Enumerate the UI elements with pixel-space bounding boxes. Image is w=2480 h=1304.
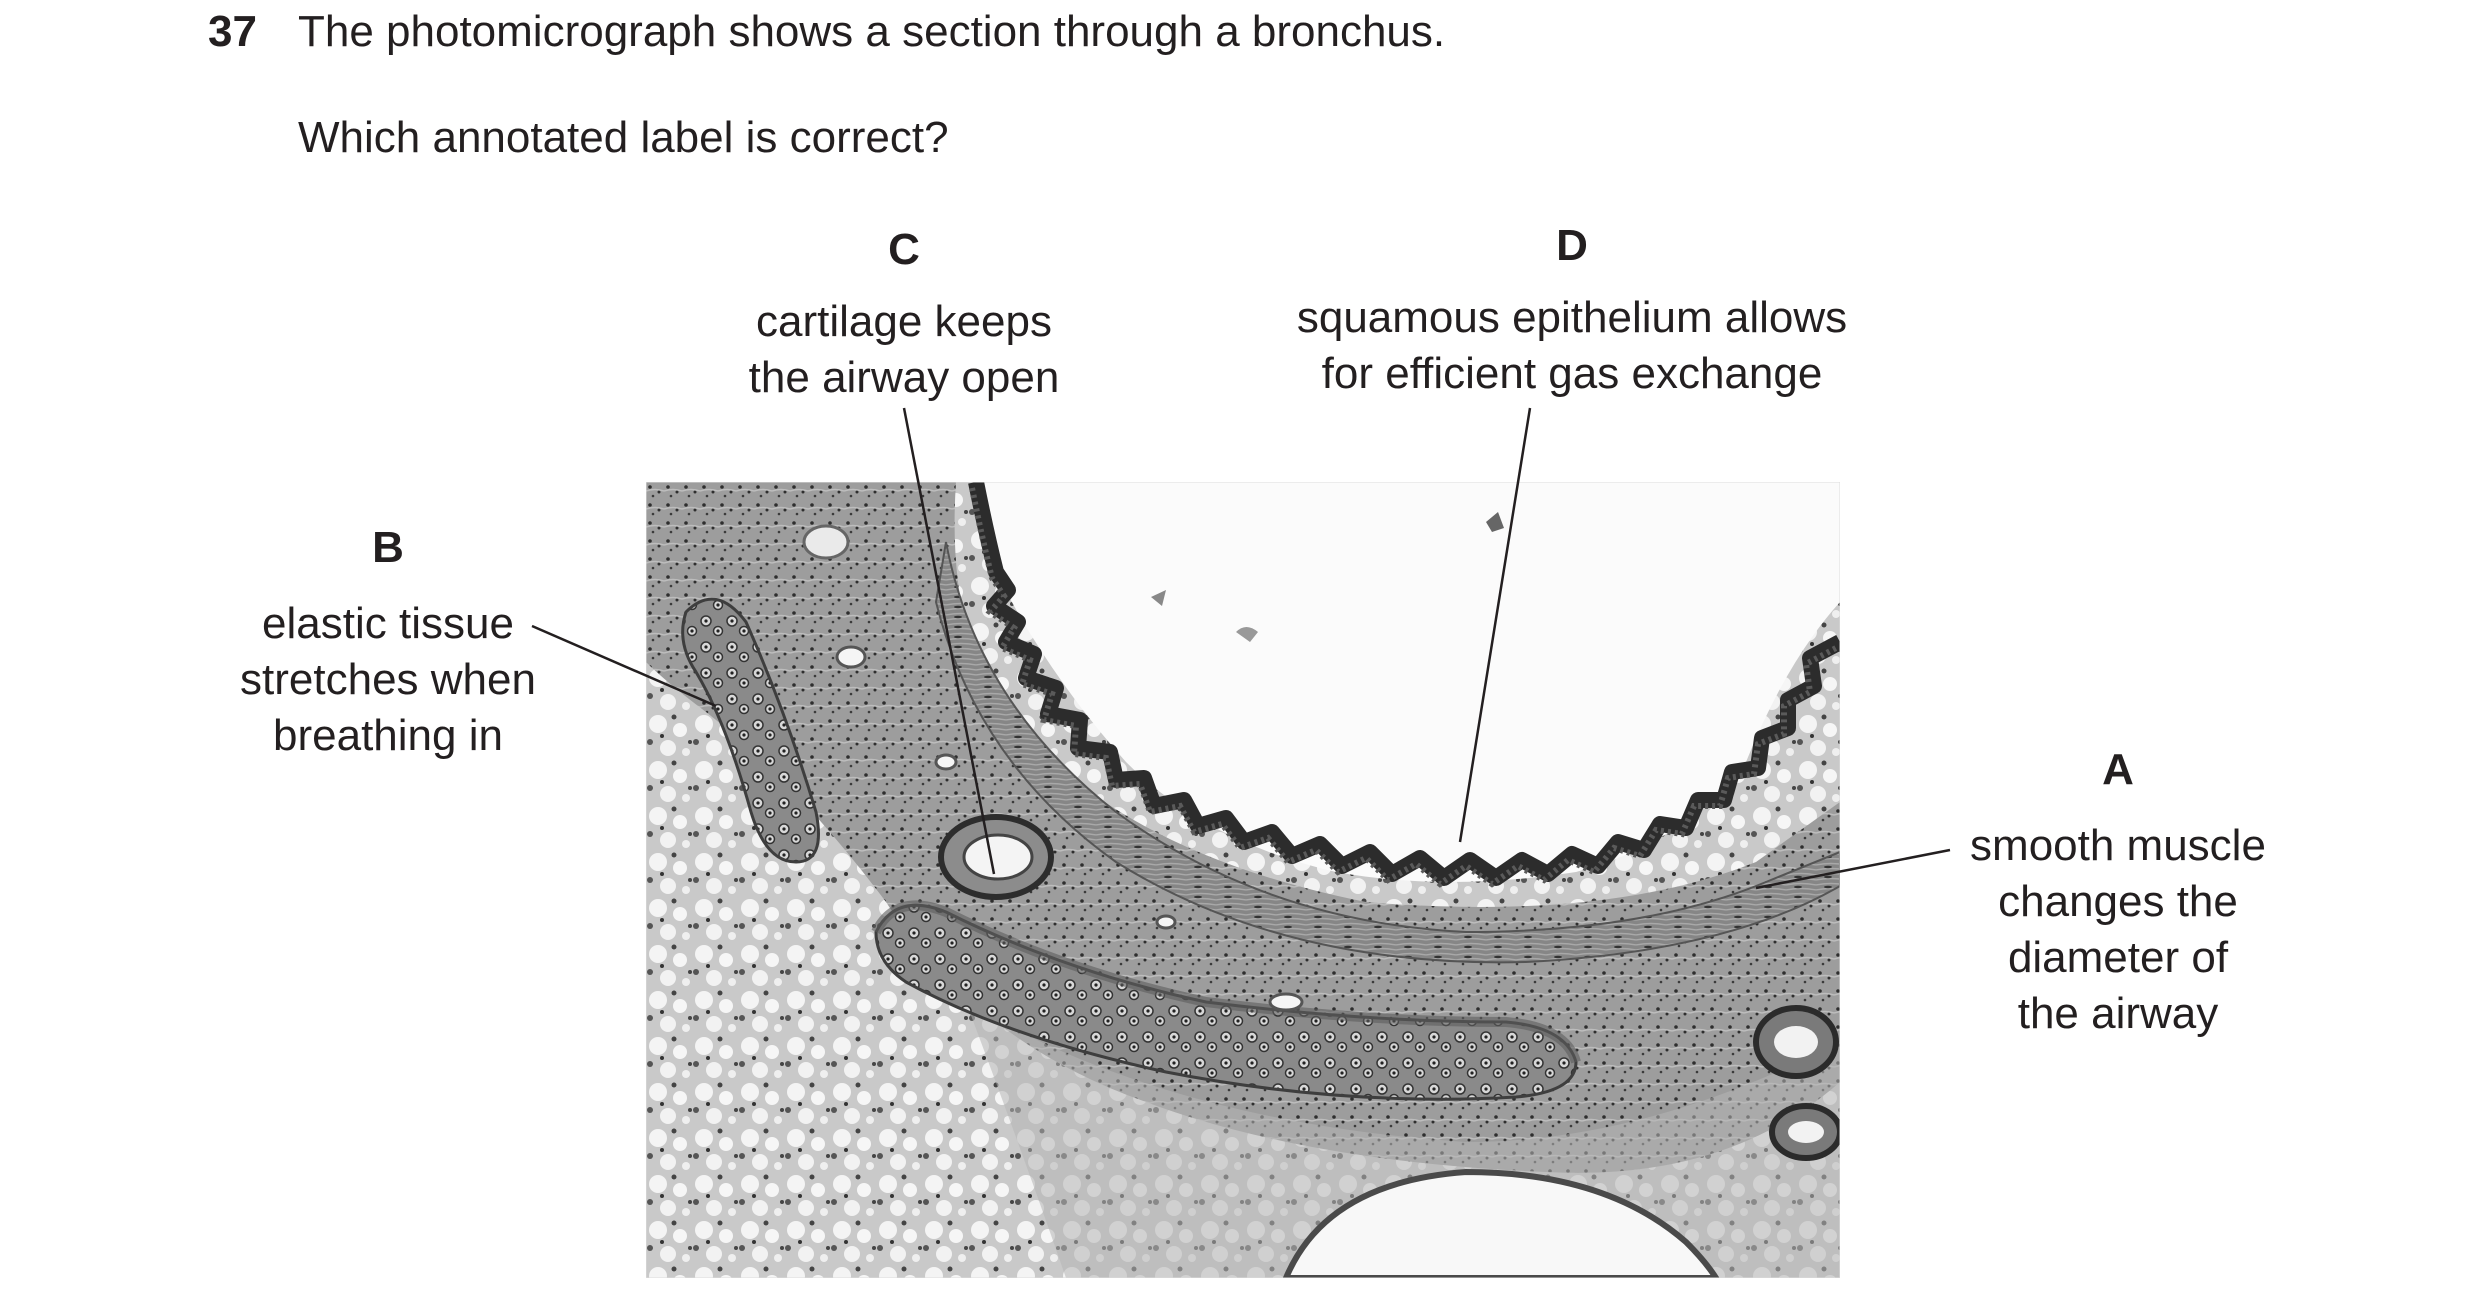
label-c-line-1: cartilage keeps [756, 297, 1052, 346]
label-b-line-3: breathing in [273, 711, 503, 760]
label-c-text: cartilage keeps the airway open [704, 294, 1104, 406]
label-c-line-2: the airway open [748, 353, 1060, 402]
label-b-letter: B [372, 523, 404, 572]
question-stem: The photomicrograph shows a section thro… [298, 7, 1446, 56]
label-d-line-1: squamous epithelium allows [1296, 293, 1848, 342]
label-d-line-2: for efficient gas exchange [1321, 349, 1823, 398]
label-a-letter: A [2102, 745, 2134, 794]
label-a-line-3: diameter of [2007, 933, 2229, 982]
label-b-text: elastic tissue stretches when breathing … [218, 596, 558, 764]
label-d-text: squamous epithelium allows for efficient… [1272, 290, 1872, 402]
label-a-line-4: the airway [2017, 989, 2219, 1038]
label-b-line-2: stretches when [240, 655, 536, 704]
label-c-letter: C [888, 225, 920, 274]
label-d-letter: D [1556, 221, 1588, 270]
label-a-text: smooth muscle changes the diameter of th… [1948, 818, 2288, 1042]
question-number: 37 [208, 7, 257, 56]
label-a-line-2: changes the [1998, 877, 2238, 926]
label-a-line-1: smooth muscle [1970, 821, 2266, 870]
photomicrograph-bronchus-section [646, 482, 1840, 1278]
question-prompt: Which annotated label is correct? [298, 113, 949, 162]
label-b-line-1: elastic tissue [262, 599, 514, 648]
